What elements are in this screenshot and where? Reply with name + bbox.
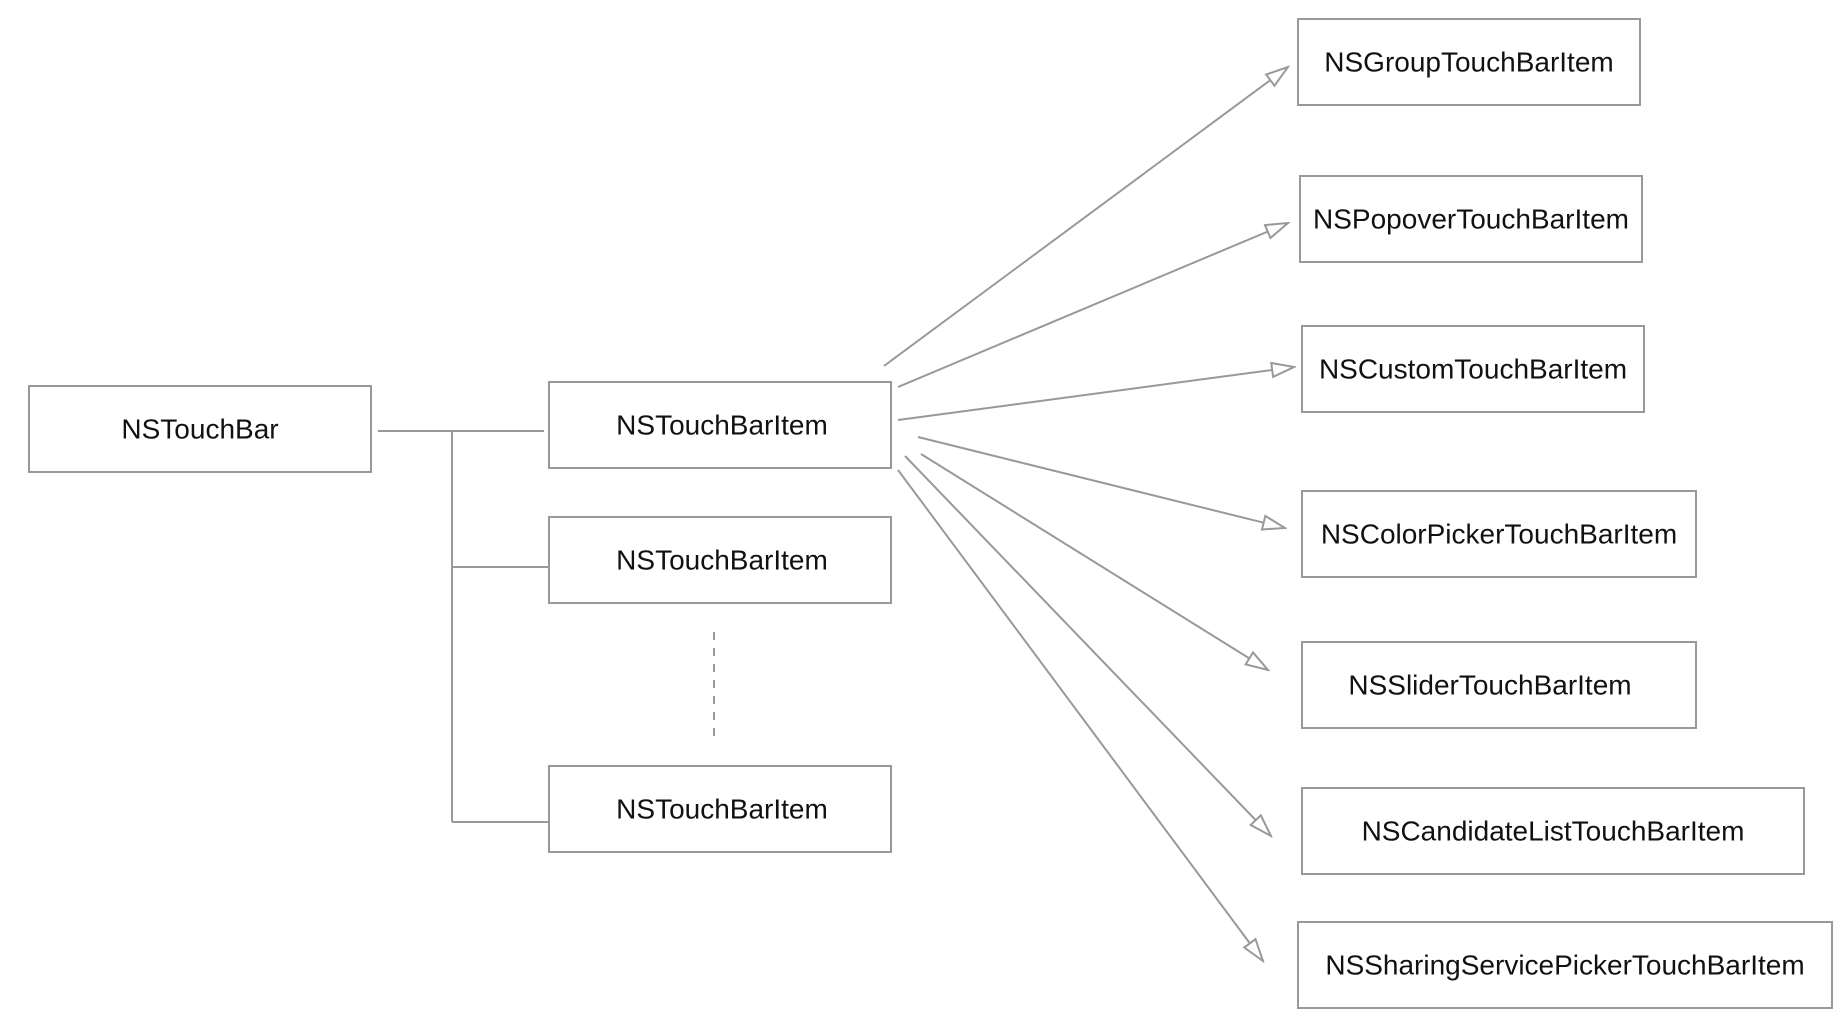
arrow-to-slider — [920, 453, 1268, 670]
node-nstouchbaritem-2-label: NSTouchBarItem — [616, 545, 828, 576]
arrow-to-candidatelist — [904, 455, 1271, 836]
node-nsslidertouchbaritem-label: NSSliderTouchBarItem — [1348, 670, 1631, 701]
arrow-to-custom — [897, 367, 1294, 421]
node-nscustomtouchbaritem: NSCustomTouchBarItem — [1301, 325, 1645, 413]
node-nscandidatelisttouchbaritem: NSCandidateListTouchBarItem — [1301, 787, 1805, 875]
node-nssharingservicepickertouchbaritem: NSSharingServicePickerTouchBarItem — [1297, 921, 1833, 1009]
node-nstouchbaritem-2: NSTouchBarItem — [548, 516, 892, 604]
node-nstouchbaritem-1-label: NSTouchBarItem — [616, 410, 828, 441]
node-nscustomtouchbaritem-label: NSCustomTouchBarItem — [1319, 354, 1627, 385]
node-nstouchbaritem-1: NSTouchBarItem — [548, 381, 892, 469]
arrow-to-popover — [897, 223, 1288, 388]
node-nstouchbaritem-3: NSTouchBarItem — [548, 765, 892, 853]
node-nstouchbar: NSTouchBar — [28, 385, 372, 473]
composition-connector — [378, 430, 549, 823]
node-nspopovertouchbaritem: NSPopoverTouchBarItem — [1299, 175, 1643, 263]
node-nstouchbar-label: NSTouchBar — [121, 414, 278, 445]
arrow-to-sharingservicepicker — [897, 469, 1263, 961]
arrow-to-colorpicker — [917, 436, 1285, 528]
node-nspopovertouchbaritem-label: NSPopoverTouchBarItem — [1313, 204, 1629, 235]
node-nscolorpickertouchbaritem-label: NSColorPickerTouchBarItem — [1321, 519, 1677, 550]
node-nscolorpickertouchbaritem: NSColorPickerTouchBarItem — [1301, 490, 1697, 578]
node-nssharingservicepickertouchbaritem-label: NSSharingServicePickerTouchBarItem — [1325, 950, 1804, 981]
arrow-to-group — [883, 67, 1288, 367]
node-nstouchbaritem-3-label: NSTouchBarItem — [616, 794, 828, 825]
inheritance-arrows — [883, 67, 1294, 961]
node-nscandidatelisttouchbaritem-label: NSCandidateListTouchBarItem — [1362, 816, 1745, 847]
node-nsgrouptouchbaritem-label: NSGroupTouchBarItem — [1324, 47, 1613, 78]
node-nsslidertouchbaritem: NSSliderTouchBarItem — [1301, 641, 1697, 729]
node-nsgrouptouchbaritem: NSGroupTouchBarItem — [1297, 18, 1641, 106]
